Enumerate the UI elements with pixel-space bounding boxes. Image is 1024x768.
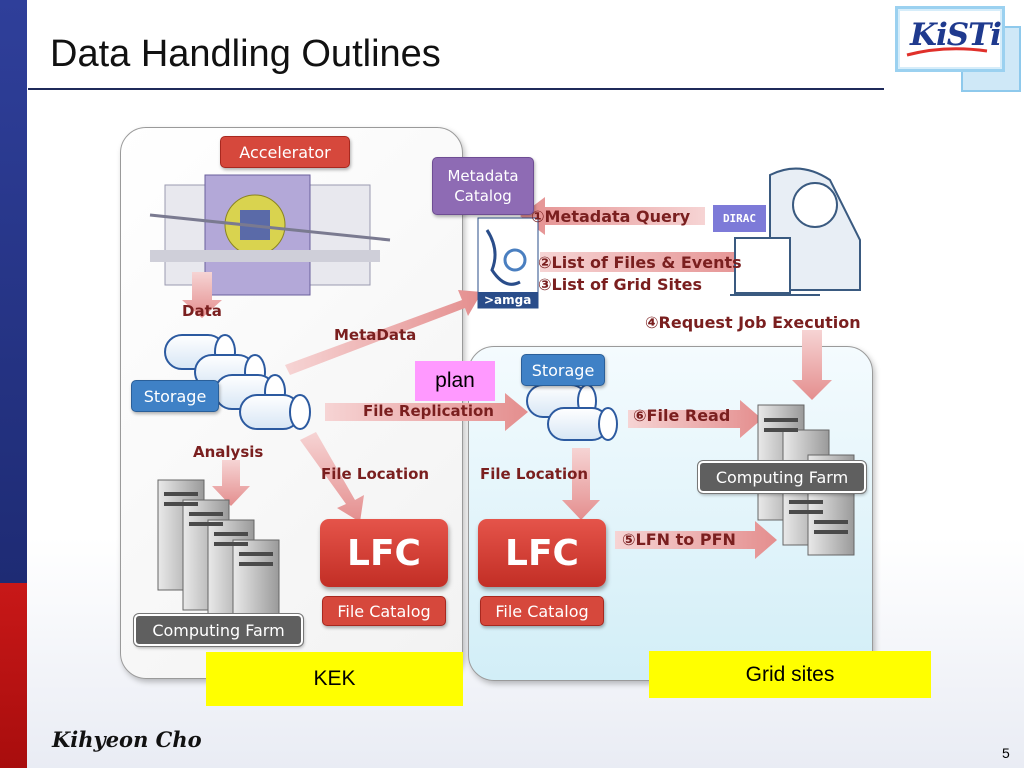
data-flow-label: Data <box>182 302 222 320</box>
kisti-logo-text: KiSTi <box>910 17 1002 53</box>
dirac-label: DIRAC <box>713 205 766 232</box>
grid-lfc-box: LFC <box>478 519 606 587</box>
analysis-flow-label: Analysis <box>193 443 264 461</box>
left-accent-bar-blue <box>0 0 27 583</box>
arrow-lfn-to-pfn <box>615 521 777 559</box>
arrow-data-down <box>182 272 222 318</box>
user-at-computer-icon <box>730 167 861 296</box>
arrow-file-location-grid <box>562 448 600 520</box>
kek-site-label: KEK <box>206 652 463 706</box>
accelerator-image <box>149 174 391 296</box>
accelerator-label: Accelerator <box>220 136 350 168</box>
kek-storage-label: Storage <box>131 380 219 412</box>
slide-title: Data Handling Outlines <box>50 33 441 75</box>
step-2-list-files: ②List of Files & Events <box>538 253 742 272</box>
plan-note: plan <box>415 361 495 401</box>
step-1-metadata-query: ①Metadata Query <box>531 207 691 226</box>
grid-storage-label: Storage <box>521 354 605 386</box>
kek-computing-farm-label: Computing Farm <box>133 613 304 647</box>
step-4-request-job: ④Request Job Execution <box>645 313 861 332</box>
title-underline <box>28 88 884 90</box>
grid-file-catalog-label: File Catalog <box>480 596 604 626</box>
arrow-list-files <box>540 243 762 281</box>
arrow-request-job <box>792 330 832 400</box>
step-3-list-grid-sites: ③List of Grid Sites <box>538 275 703 294</box>
metadata-flow-label: MetaData <box>334 326 417 344</box>
grid-storage-cylinder-icon <box>526 384 618 441</box>
amga-label: >amga <box>481 293 535 307</box>
step-6-file-read: ⑥File Read <box>633 406 731 425</box>
arrow-file-location-kek <box>300 432 364 522</box>
left-accent-bar-red <box>0 583 27 768</box>
author-name: Kihyeon Cho <box>52 727 202 752</box>
page-number: 5 <box>1002 745 1010 761</box>
arrow-metadata <box>285 290 482 375</box>
file-location-kek-label: File Location <box>321 465 430 483</box>
file-replication-flow-label: File Replication <box>363 402 494 420</box>
grid-computing-farm-label: Computing Farm <box>697 460 867 494</box>
arrow-file-read <box>628 400 762 438</box>
arrow-metadata-query <box>520 197 705 235</box>
arrow-file-replication <box>325 393 528 431</box>
file-location-grid-label: File Location <box>480 465 589 483</box>
kisti-logo <box>895 6 1005 72</box>
metadata-catalog-label: Metadata Catalog <box>432 157 534 215</box>
kek-lfc-box: LFC <box>320 519 448 587</box>
logo-swoosh-icon <box>906 47 988 57</box>
step-5-lfn-to-pfn: ⑤LFN to PFN <box>622 530 736 549</box>
server-rack-icon <box>157 479 280 621</box>
grid-sites-label: Grid sites <box>649 651 931 698</box>
kek-file-catalog-label: File Catalog <box>322 596 446 626</box>
arrow-analysis-down <box>212 460 250 506</box>
